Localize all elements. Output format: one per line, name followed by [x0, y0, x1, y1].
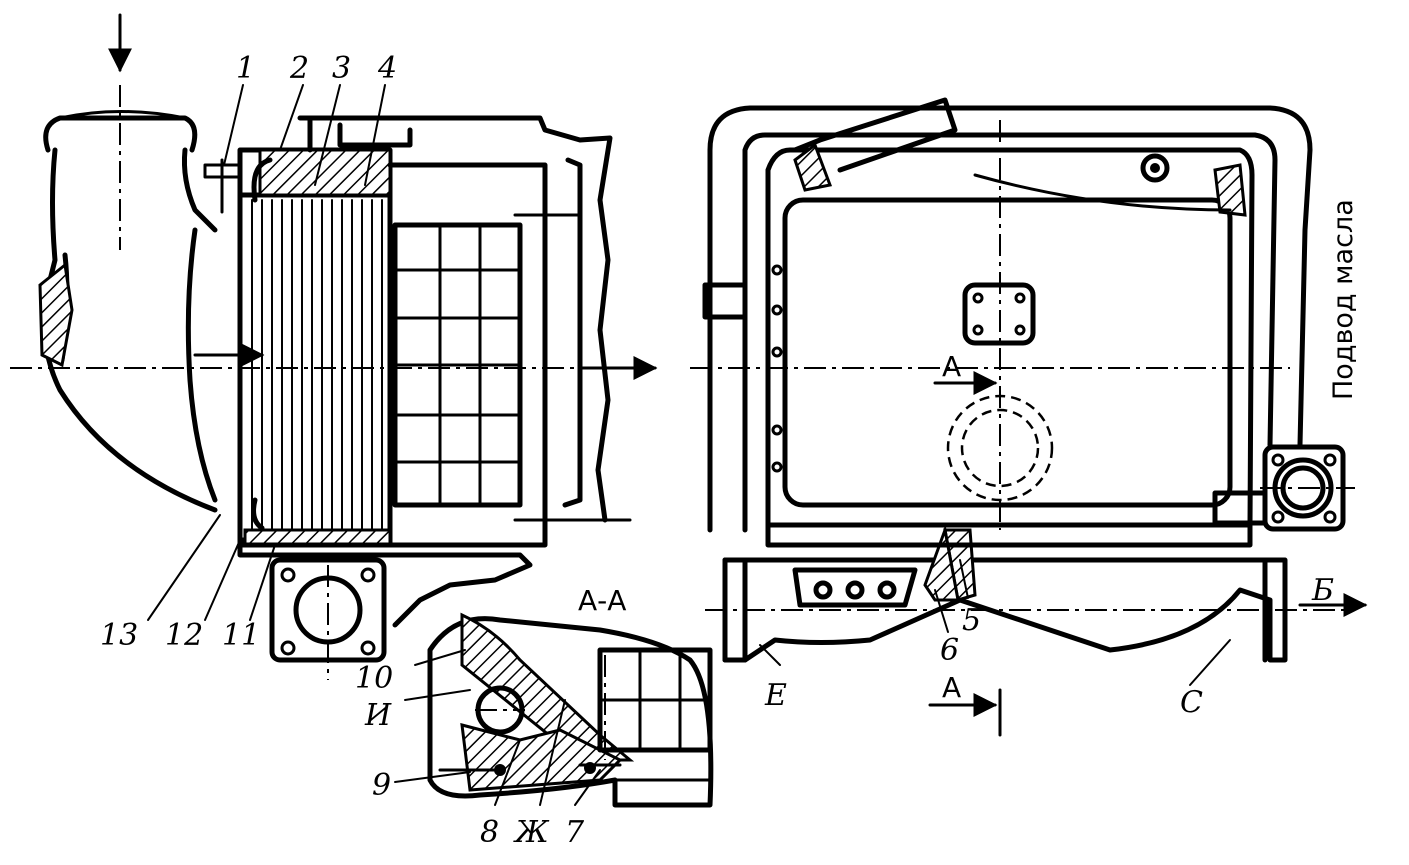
section-title-aa: А-А — [578, 584, 626, 617]
leaders-detail — [394, 649, 601, 806]
oil-inlet-label: Подвод масла — [1328, 199, 1359, 400]
callout-zh: Ж — [513, 815, 550, 850]
callout-8: 8 — [480, 815, 499, 850]
callout-3: 3 — [332, 51, 351, 86]
section-detail — [427, 612, 714, 808]
port-b: Б — [1311, 573, 1334, 608]
leaders-left — [147, 84, 386, 621]
callout-4: 4 — [377, 51, 397, 86]
callout-6: 6 — [940, 633, 959, 668]
port-e: Е — [764, 678, 787, 713]
callout-10: 10 — [355, 661, 393, 696]
callout-1: 1 — [236, 51, 255, 86]
tube-bundle — [237, 147, 393, 548]
callout-5: 5 — [962, 603, 981, 638]
callout-9: 9 — [372, 768, 391, 803]
inlet-elbow-pipe — [38, 110, 218, 513]
port-s: С — [1180, 685, 1203, 720]
callout-2: 2 — [289, 51, 309, 86]
section-mark-a-bottom: А — [942, 671, 961, 704]
cooler-grid — [237, 115, 632, 628]
bolt-1 — [203, 158, 242, 214]
callout-7: 7 — [565, 815, 585, 850]
callout-12: 12 — [165, 618, 203, 653]
section-mark-a-top: А — [942, 350, 961, 383]
right-view — [690, 97, 1368, 737]
callout-13: 13 — [100, 618, 138, 653]
callout-11: 11 — [222, 618, 260, 653]
outlet-flange — [269, 557, 387, 680]
left-view — [10, 13, 658, 680]
callout-i: И — [364, 698, 392, 733]
leaders-right — [759, 559, 1231, 686]
